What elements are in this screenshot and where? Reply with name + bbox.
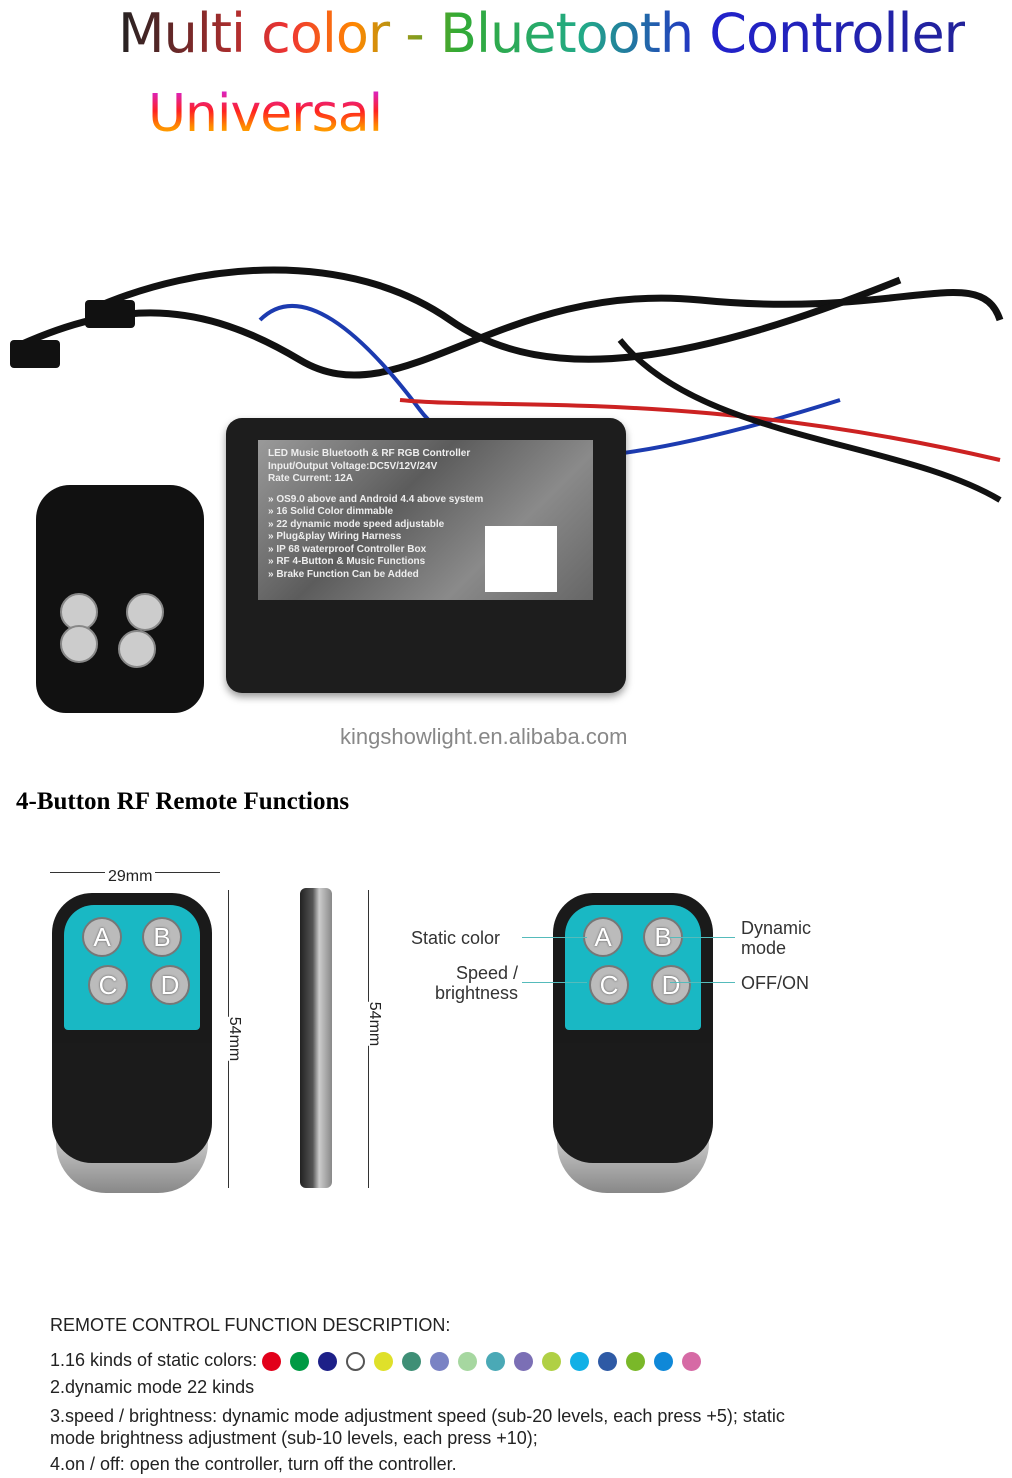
- button-a: A: [583, 917, 623, 957]
- callout-static-color: Static color: [411, 928, 501, 948]
- color-swatch: [682, 1351, 702, 1371]
- description-heading: REMOTE CONTROL FUNCTION DESCRIPTION:: [50, 1315, 451, 1335]
- description-line-2: 2.dynamic mode 22 kinds: [50, 1377, 255, 1397]
- side-height-dimension: 54mm: [365, 1001, 384, 1047]
- width-dimension: 29mm: [105, 868, 156, 886]
- button-c: C: [589, 965, 629, 1005]
- label-current: Rate Current: 12A: [268, 473, 354, 484]
- button-c: C: [88, 965, 128, 1005]
- color-swatch: [486, 1351, 506, 1371]
- button-d: D: [651, 965, 691, 1005]
- watermark: kingshowlight.en.alibaba.com: [340, 724, 628, 749]
- color-swatch: [458, 1351, 478, 1371]
- remote-callout-view: A B C D: [553, 893, 713, 1193]
- color-swatch: [626, 1351, 646, 1371]
- color-swatch: [374, 1351, 394, 1371]
- label-feature: » Brake Function Can be Added: [268, 568, 419, 580]
- button-b: B: [142, 917, 182, 957]
- label-feature: » 16 Solid Color dimmable: [268, 506, 394, 517]
- blank-sticker: [485, 526, 557, 592]
- label-feature: » Plug&play Wiring Harness: [268, 531, 402, 542]
- color-swatch: [290, 1351, 310, 1371]
- front-height-dimension: 54mm: [225, 1016, 244, 1062]
- remote-front-view: A B C D: [52, 893, 212, 1193]
- static-color-swatches: [262, 1351, 702, 1371]
- description-line-4: 4.on / off: open the controller, turn of…: [50, 1454, 457, 1474]
- controller-label: LED Music Bluetooth & RF RGB Controller …: [258, 440, 593, 600]
- color-swatch: [542, 1351, 562, 1371]
- label-heading: LED Music Bluetooth & RF RGB Controller: [268, 448, 471, 459]
- label-feature: » IP 68 waterproof Controller Box: [268, 543, 427, 555]
- button-d: D: [150, 965, 190, 1005]
- color-swatch: [346, 1351, 366, 1371]
- callout-line: [670, 937, 735, 938]
- section-title: 4-Button RF Remote Functions: [16, 788, 350, 815]
- page-subtitle: Universal: [148, 84, 383, 144]
- color-swatch: [598, 1351, 618, 1371]
- color-swatch: [402, 1351, 422, 1371]
- label-voltage: Input/Output Voltage:DC5V/12V/24V: [268, 460, 438, 472]
- callout-speed-brightness: Speed / brightness: [434, 963, 518, 1003]
- remote-side-view: [300, 888, 332, 1188]
- color-swatch: [318, 1351, 338, 1371]
- description-line-1-text: 1.16 kinds of static colors:: [50, 1350, 258, 1370]
- callout-off-on: OFF/ON: [741, 973, 809, 993]
- description-line-3: 3.speed / brightness: dynamic mode adjus…: [50, 1406, 785, 1448]
- callout-line: [522, 982, 587, 983]
- function-description: REMOTE CONTROL FUNCTION DESCRIPTION: 1.1…: [50, 1312, 820, 1478]
- page-title: Multi color - Bluetooth Controller: [118, 2, 966, 65]
- color-swatch: [570, 1351, 590, 1371]
- label-feature: » OS9.0 above and Android 4.4 above syst…: [268, 493, 484, 505]
- color-swatch: [514, 1351, 534, 1371]
- wiring-harness-image: [10, 266, 1004, 503]
- callout-dynamic-mode: Dynamic mode: [741, 918, 812, 958]
- label-feature: » RF 4-Button & Music Functions: [268, 556, 426, 567]
- callout-line: [522, 937, 587, 938]
- button-a: A: [82, 917, 122, 957]
- color-swatch: [430, 1351, 450, 1371]
- color-swatch: [262, 1351, 282, 1371]
- description-line-1: 1.16 kinds of static colors:: [50, 1347, 820, 1374]
- color-swatch: [654, 1351, 674, 1371]
- key-fob-image: [36, 485, 204, 713]
- callout-line: [670, 982, 735, 983]
- label-feature: » 22 dynamic mode speed adjustable: [268, 518, 445, 530]
